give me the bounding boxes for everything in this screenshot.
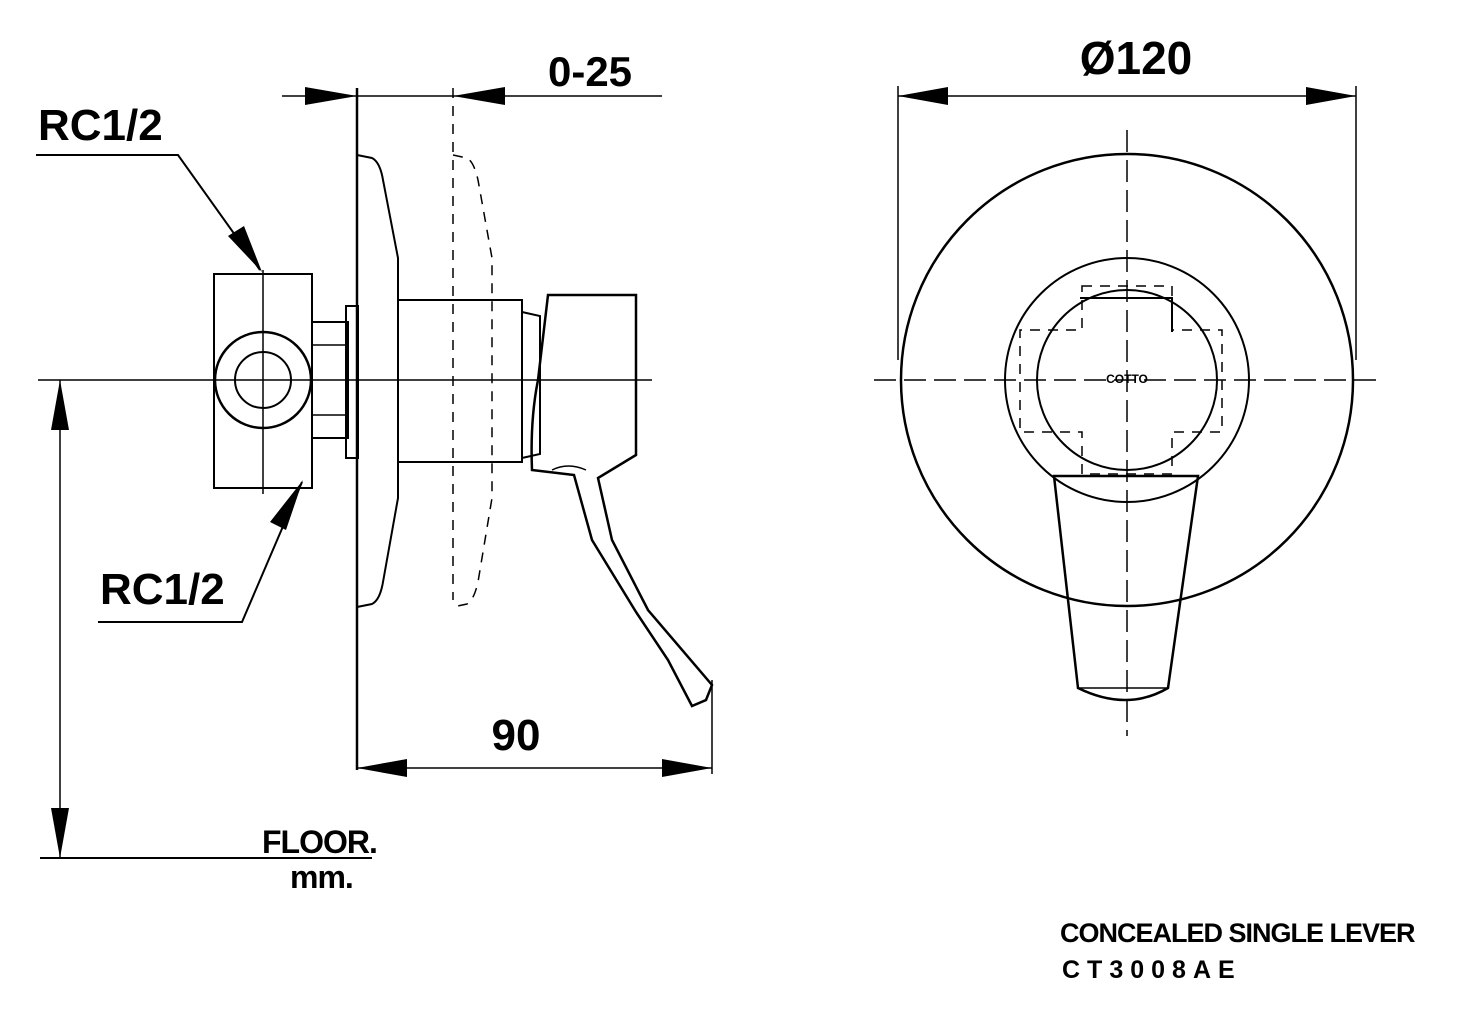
label-inlet-bottom: RC1/2 (100, 565, 225, 614)
dim-diameter-text: Ø120 (1080, 32, 1193, 84)
label-inlet-top: RC1/2 (38, 101, 163, 150)
leader-inlet-bottom-arrow (270, 480, 303, 530)
leader-inlet-bottom (98, 481, 303, 623)
lever-hub-circle (1036, 289, 1218, 471)
lever-hub-line (537, 294, 549, 381)
dim-height-arrow-bottom (51, 808, 69, 858)
inlet-port-inner (234, 351, 292, 409)
escutcheon-circle (899, 152, 1355, 608)
connector-neck (312, 321, 349, 439)
title-block: CONCEALED SINGLE LEVER CT3008AE (1060, 918, 1416, 984)
product-model: CT3008AE (1062, 956, 1242, 984)
escutcheon-plate (356, 154, 399, 608)
dim-0-25-arrow-right (453, 87, 505, 105)
dim-diameter-arrow-left (898, 87, 948, 105)
escutcheon-plate-alt (452, 154, 493, 608)
cartridge-ring (1004, 257, 1250, 503)
label-floor: FLOOR. (262, 824, 377, 860)
lever-handle (530, 293, 714, 708)
cartridge-outline (1080, 297, 1173, 332)
side-view: 0-25 RC1/2 RC1/2 FLOOR. mm. 90 (36, 48, 714, 895)
lever-pivot (551, 465, 587, 471)
dim-depth-text: 90 (492, 711, 541, 760)
spindle-sleeve (397, 299, 523, 463)
dim-offset-text: 0-25 (548, 48, 632, 95)
label-unit: mm. (290, 859, 353, 895)
front-view: COTTO Ø120 (874, 32, 1382, 736)
dim-0-25-arrow-left (305, 87, 357, 105)
leader-inlet-top (36, 154, 261, 271)
leader-inlet-top-arrow (228, 226, 262, 272)
inlet-port-outer (213, 330, 313, 430)
dim-height-arrow-top (51, 380, 69, 430)
dim-diameter-arrow-right (1306, 87, 1356, 105)
lever-front (1052, 474, 1200, 702)
dim-depth-arrow-right (662, 759, 712, 777)
product-name: CONCEALED SINGLE LEVER (1060, 918, 1415, 948)
brand-logo: COTTO (1106, 372, 1148, 386)
dim-depth-arrow-left (357, 759, 407, 777)
